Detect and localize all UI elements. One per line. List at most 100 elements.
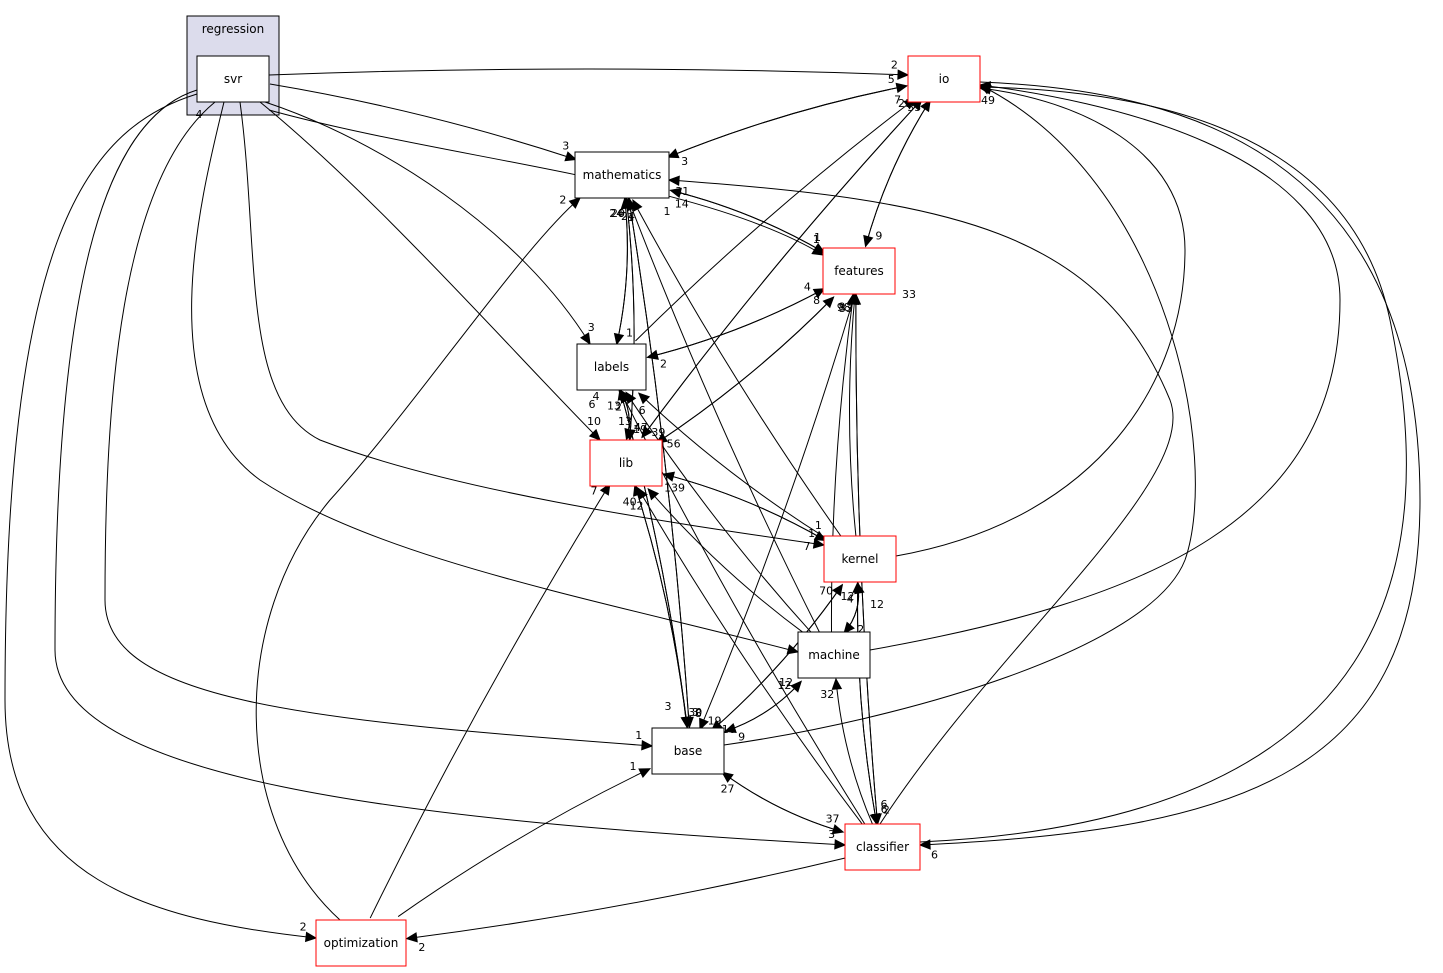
edge-line: [895, 87, 1186, 557]
edge-lib-to-kernel: 1: [663, 473, 827, 542]
node-labels[interactable]: labels: [576, 343, 647, 391]
edge-label-extra: 4: [593, 390, 600, 403]
edge-machine-to-mathematics: [627, 198, 821, 634]
edge-label: 12: [629, 499, 643, 512]
node-label: classifier: [856, 840, 909, 854]
edge-line: [637, 487, 865, 827]
node-machine[interactable]: machine: [797, 631, 871, 679]
arrow-head: [638, 768, 652, 778]
node-label: labels: [594, 360, 629, 374]
arrow-head: [863, 234, 874, 248]
node-label: mathematics: [583, 168, 662, 182]
node-classifier[interactable]: classifier: [844, 823, 921, 871]
node-features[interactable]: features: [822, 247, 896, 295]
edge-label: 2: [891, 58, 898, 71]
arrow-head: [662, 471, 676, 482]
edge-line: [628, 199, 821, 634]
edge-optimization-to-lib: 7: [369, 483, 611, 919]
edge-label: 2: [418, 941, 425, 954]
edge-svr-to-machine: [191, 101, 800, 655]
arrow-head: [812, 288, 826, 299]
arrow-head: [831, 677, 843, 690]
node-base[interactable]: base: [651, 727, 725, 775]
edge-line: [625, 392, 814, 635]
node-box: [576, 343, 647, 391]
edge-svr-to-lib: [259, 101, 601, 441]
edge-label: 7: [894, 93, 901, 106]
node-mathematics[interactable]: mathematics: [574, 151, 670, 199]
node-box: [844, 823, 921, 871]
edge-label: 6: [617, 207, 624, 220]
cluster-label: regression: [202, 22, 265, 36]
edge-line: [635, 98, 916, 342]
edge-line: [255, 197, 581, 921]
edge-label-extra: 3: [665, 700, 672, 713]
arrow-head: [667, 175, 680, 187]
edge-line: [625, 197, 635, 440]
edge-lib-to-features: 8: [656, 294, 835, 444]
arrow-head: [812, 538, 826, 549]
arrow-head: [627, 198, 638, 212]
node-svr[interactable]: svr: [196, 55, 270, 103]
node-lib[interactable]: lib: [589, 439, 663, 487]
edge-line: [397, 768, 651, 917]
edge-line: [663, 473, 826, 541]
node-label: optimization: [324, 936, 399, 950]
edge-labels-to-io: 7: [635, 93, 916, 342]
edge-label: 70: [819, 584, 833, 597]
node-box: [822, 247, 896, 295]
edge-label: 13: [607, 399, 621, 412]
arrow-head: [304, 931, 318, 943]
edge-line: [857, 582, 878, 825]
edge-label: 1: [630, 760, 637, 773]
edge-label-extra: 1: [664, 205, 671, 218]
edge-svr-to-classifier: 3: [54, 89, 847, 850]
node-kernel[interactable]: kernel: [823, 535, 897, 583]
arrow-head: [564, 151, 578, 162]
edge-svr-to-kernel: 1: [239, 101, 826, 549]
arrow-head: [699, 717, 709, 731]
node-io[interactable]: io: [907, 55, 981, 103]
edge-label: 37: [826, 813, 840, 826]
edge-line: [667, 85, 907, 158]
edge-label-extra: 12: [779, 676, 793, 689]
edges-layer: 2313113253114124472086359245681971923132…: [4, 58, 1421, 954]
edge-label-extra: 10: [587, 415, 601, 428]
edge-line: [830, 293, 855, 632]
edge-label: 49: [981, 94, 995, 107]
edge-kernel-to-lib: 139: [662, 471, 826, 541]
edge-label: 2: [857, 623, 864, 636]
edge-line: [634, 485, 688, 728]
edge-line: [919, 86, 1407, 843]
edge-line: [647, 488, 807, 636]
node-optimization[interactable]: optimization: [315, 919, 407, 967]
edge-label: 2: [660, 358, 667, 371]
edge-label-extra: 12: [870, 598, 884, 611]
edge-line: [634, 485, 688, 728]
edge-line: [191, 101, 799, 653]
arrow-head: [641, 425, 653, 439]
edge-io-to-mathematics: 3: [666, 85, 907, 168]
edge-label: 8: [695, 707, 702, 720]
arrow-head: [918, 839, 931, 850]
arrow-head: [666, 148, 680, 159]
node-box: [196, 55, 270, 103]
edge-line: [857, 582, 878, 825]
arrow-head: [580, 332, 591, 346]
arrow-head: [897, 69, 910, 80]
edge-classifier-to-optimization: 2: [405, 857, 846, 954]
arrow-head: [641, 739, 654, 751]
edge-line: [699, 295, 856, 730]
edge-line: [919, 81, 1421, 846]
edge-label: 4: [847, 593, 854, 606]
edge-label: 2: [883, 803, 890, 816]
edge-kernel-to-labels: 6: [637, 392, 829, 540]
arrow-head: [669, 187, 682, 198]
edge-io-to-classifier: 6: [918, 81, 1421, 861]
edge-svr-to-labels: 3: [264, 101, 595, 346]
node-box: [589, 439, 663, 487]
edge-features-to-mathematics: 14: [669, 187, 825, 254]
edge-label: 6: [931, 848, 938, 861]
node-label: base: [674, 744, 703, 758]
edge-line: [268, 109, 824, 256]
